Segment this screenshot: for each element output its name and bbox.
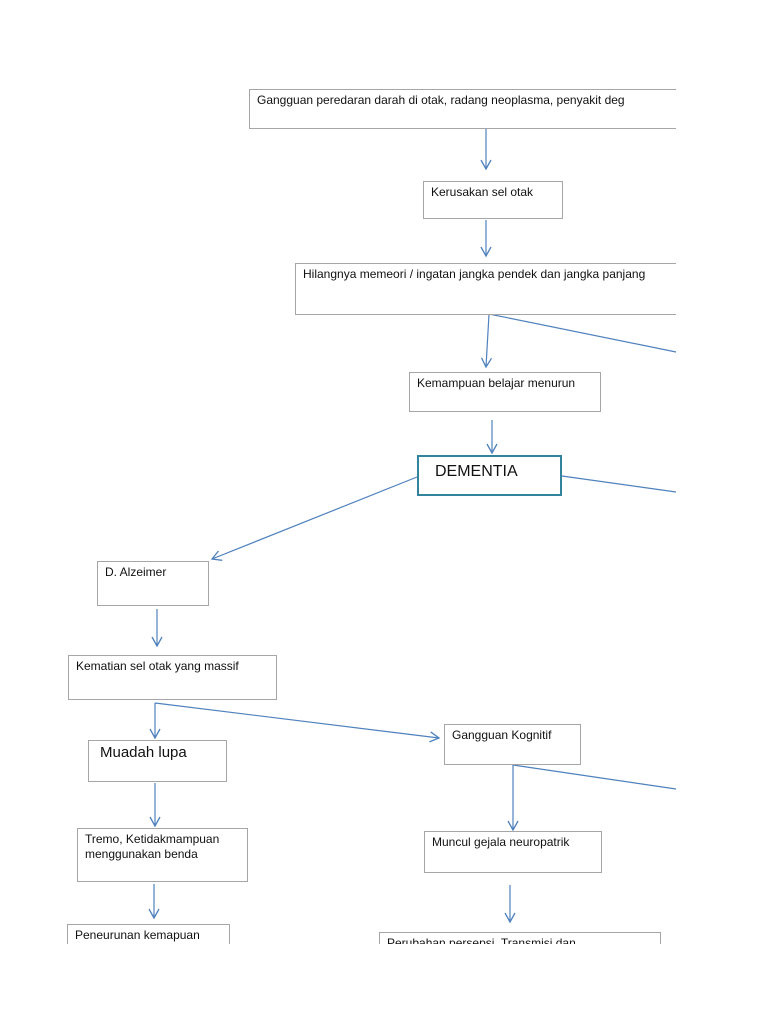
node-memory-loss: Hilangnya memeori / ingatan jangka pende… — [295, 263, 676, 315]
node-decline-label: Peneurunan kemapuan — [75, 928, 200, 942]
node-forgetful-label: Muadah lupa — [100, 744, 187, 761]
node-perception-label: Perubahan persepsi, Transmisi dan — [387, 936, 576, 944]
node-neuropathic-label: Muncul gejala neuropatrik — [432, 835, 570, 849]
node-cause: Gangguan peredaran darah di otak, radang… — [249, 89, 676, 129]
line-cognitive-to-right — [512, 764, 677, 790]
node-cell-death: Kematian sel otak yang massif — [68, 655, 277, 700]
line-dementia-to-right — [561, 475, 677, 493]
node-memory-loss-label: Hilangnya memeori / ingatan jangka pende… — [303, 267, 646, 281]
node-brain-damage: Kerusakan sel otak — [423, 181, 563, 219]
node-dementia: DEMENTIA — [417, 455, 562, 496]
line-memory-to-right — [488, 313, 677, 353]
node-brain-damage-label: Kerusakan sel otak — [431, 185, 534, 199]
node-decline: Peneurunan kemapuan — [67, 924, 230, 944]
node-neuropathic: Muncul gejala neuropatrik — [424, 831, 602, 873]
node-tremor-label: Tremo, Ketidakmampuan menggunakan benda — [85, 832, 220, 861]
node-cognitive-label: Gangguan Kognitif — [452, 728, 552, 742]
arrow-memory-to-learning — [480, 313, 493, 369]
node-alzheimer-label: D. Alzeimer — [105, 565, 167, 579]
node-cognitive: Gangguan Kognitif — [444, 724, 581, 765]
node-perception: Perubahan persepsi, Transmisi dan — [379, 932, 661, 944]
node-tremor: Tremo, Ketidakmampuan menggunakan benda — [77, 828, 248, 882]
node-alzheimer: D. Alzeimer — [97, 561, 209, 606]
arrow-dementia-to-alzheimer — [210, 476, 418, 561]
node-learning: Kemampuan belajar menurun — [409, 372, 601, 412]
diagram-area: Gangguan peredaran darah di otak, radang… — [67, 89, 676, 944]
node-learning-label: Kemampuan belajar menurun — [417, 376, 576, 390]
node-cell-death-label: Kematian sel otak yang massif — [76, 659, 239, 673]
node-cause-label: Gangguan peredaran darah di otak, radang… — [257, 93, 625, 107]
node-dementia-label: DEMENTIA — [435, 463, 518, 480]
arrow-celldeath-to-cognitive — [154, 702, 441, 743]
node-forgetful: Muadah lupa — [88, 740, 227, 782]
